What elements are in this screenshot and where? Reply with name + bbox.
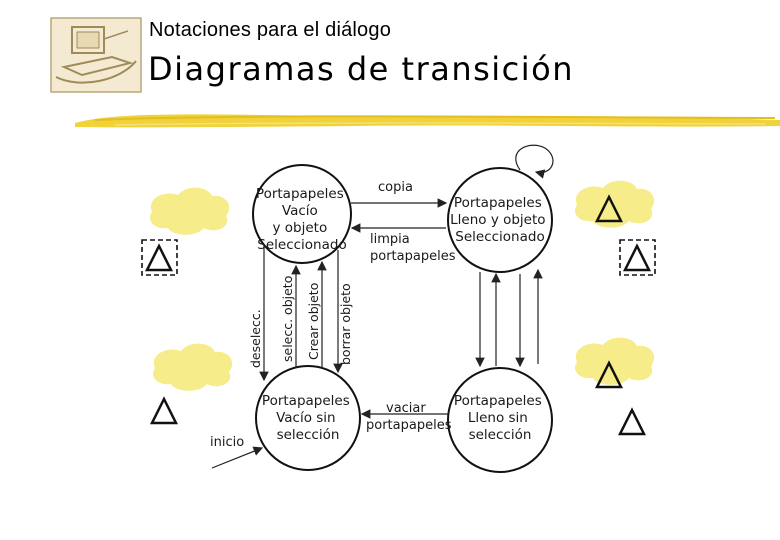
label-borrar-objeto: borrar objeto bbox=[338, 283, 353, 365]
dashed-box-icon bbox=[141, 239, 178, 276]
cloud-icon bbox=[574, 180, 655, 228]
cloud-icon bbox=[149, 187, 230, 235]
state-label: Portapapeles Vacío sin selección bbox=[262, 393, 354, 443]
label-copia: copia bbox=[378, 180, 413, 195]
label-inicio: inicio bbox=[210, 435, 244, 450]
triangle-icon bbox=[594, 194, 624, 223]
self-loop-arrow bbox=[515, 144, 554, 179]
state-vacio-seleccionado bbox=[252, 164, 352, 264]
cloud-icon bbox=[152, 343, 233, 391]
subtitle: Notaciones para el diálogo bbox=[149, 19, 392, 41]
state-label: Portapapeles Lleno sin selección bbox=[454, 393, 546, 443]
triangle-icon bbox=[622, 243, 652, 272]
dashed-box-icon bbox=[619, 239, 656, 276]
label-vaciar: vaciar bbox=[386, 401, 426, 416]
page-title: Diagramas de transición bbox=[148, 50, 575, 88]
arrow-inicio bbox=[211, 446, 264, 469]
triangle-icon bbox=[617, 407, 647, 436]
label-selecc-objeto: selecc. objeto bbox=[280, 276, 295, 362]
label-limpia: limpia bbox=[370, 232, 410, 247]
triangle-icon bbox=[144, 243, 174, 272]
state-label: Portapapeles Lleno y objeto Seleccionado bbox=[450, 195, 550, 245]
label-portapapeles-bottom: portapapeles bbox=[366, 418, 452, 433]
state-lleno-seleccionado bbox=[447, 167, 553, 273]
label-portapapeles-top: portapapeles bbox=[370, 249, 456, 264]
label-crear-objeto: Crear objeto bbox=[306, 283, 321, 360]
state-label: Portapapeles Vacío y objeto Seleccionado bbox=[256, 186, 348, 253]
triangle-icon bbox=[594, 360, 624, 389]
label-deselecc: deselecc. bbox=[248, 309, 263, 368]
cloud-icon bbox=[574, 337, 655, 385]
brush-stroke bbox=[75, 114, 780, 128]
state-lleno-sin-seleccion bbox=[447, 367, 553, 473]
triangle-icon bbox=[149, 396, 179, 425]
state-vacio-sin-seleccion bbox=[255, 365, 361, 471]
logo-icon bbox=[50, 17, 142, 93]
